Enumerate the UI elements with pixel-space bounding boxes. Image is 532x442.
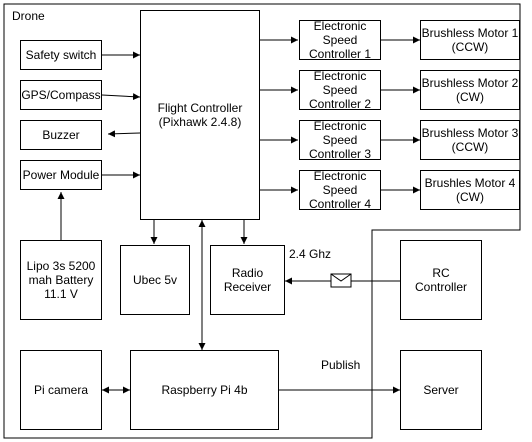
pi-camera-box: Pi camera (20, 350, 102, 430)
battery-box: Lipo 3s 5200 mah Battery 11.1 V (20, 240, 102, 320)
power-module-box: Power Module (20, 160, 102, 190)
radio-receiver-box: Radio Receiver (210, 245, 285, 315)
motor-1-box: Brushless Motor 1 (CCW) (420, 20, 520, 60)
server-box: Server (400, 350, 482, 430)
esc-1-box: Electronic Speed Controller 1 (299, 19, 381, 61)
rc-controller-box: RC Controller (400, 240, 482, 320)
drone-frame-label: Drone (12, 9, 45, 23)
esc-2-box: Electronic Speed Controller 2 (299, 69, 381, 111)
motor-4-box: Brushles Motor 4 (CW) (420, 170, 520, 210)
drone-boundary (3, 3, 521, 439)
motor-2-box: Brushless Motor 2 (CW) (420, 70, 520, 110)
publish-label: Publish (321, 358, 361, 372)
gps-to-fc-arrow (101, 93, 141, 101)
motor-3-box: Brushless Motor 3 (CCW) (420, 120, 520, 160)
gps-compass-box: GPS/Compass (20, 80, 102, 110)
envelope-flap (330, 273, 352, 282)
ubec-box: Ubec 5v (120, 245, 190, 315)
raspberry-pi-box: Raspberry Pi 4b (130, 350, 279, 430)
esc-4-box: Electronic Speed Controller 4 (299, 169, 381, 211)
esc-3-box: Electronic Speed Controller 3 (299, 119, 381, 161)
safety-switch-box: Safety switch (20, 40, 102, 70)
frequency-label: 2.4 Ghz (289, 247, 332, 261)
flight-controller-box: Flight Controller (Pixhawk 2.4.8) (140, 10, 260, 220)
fc-to-buzzer-arrow (107, 130, 141, 138)
buzzer-box: Buzzer (20, 120, 102, 150)
